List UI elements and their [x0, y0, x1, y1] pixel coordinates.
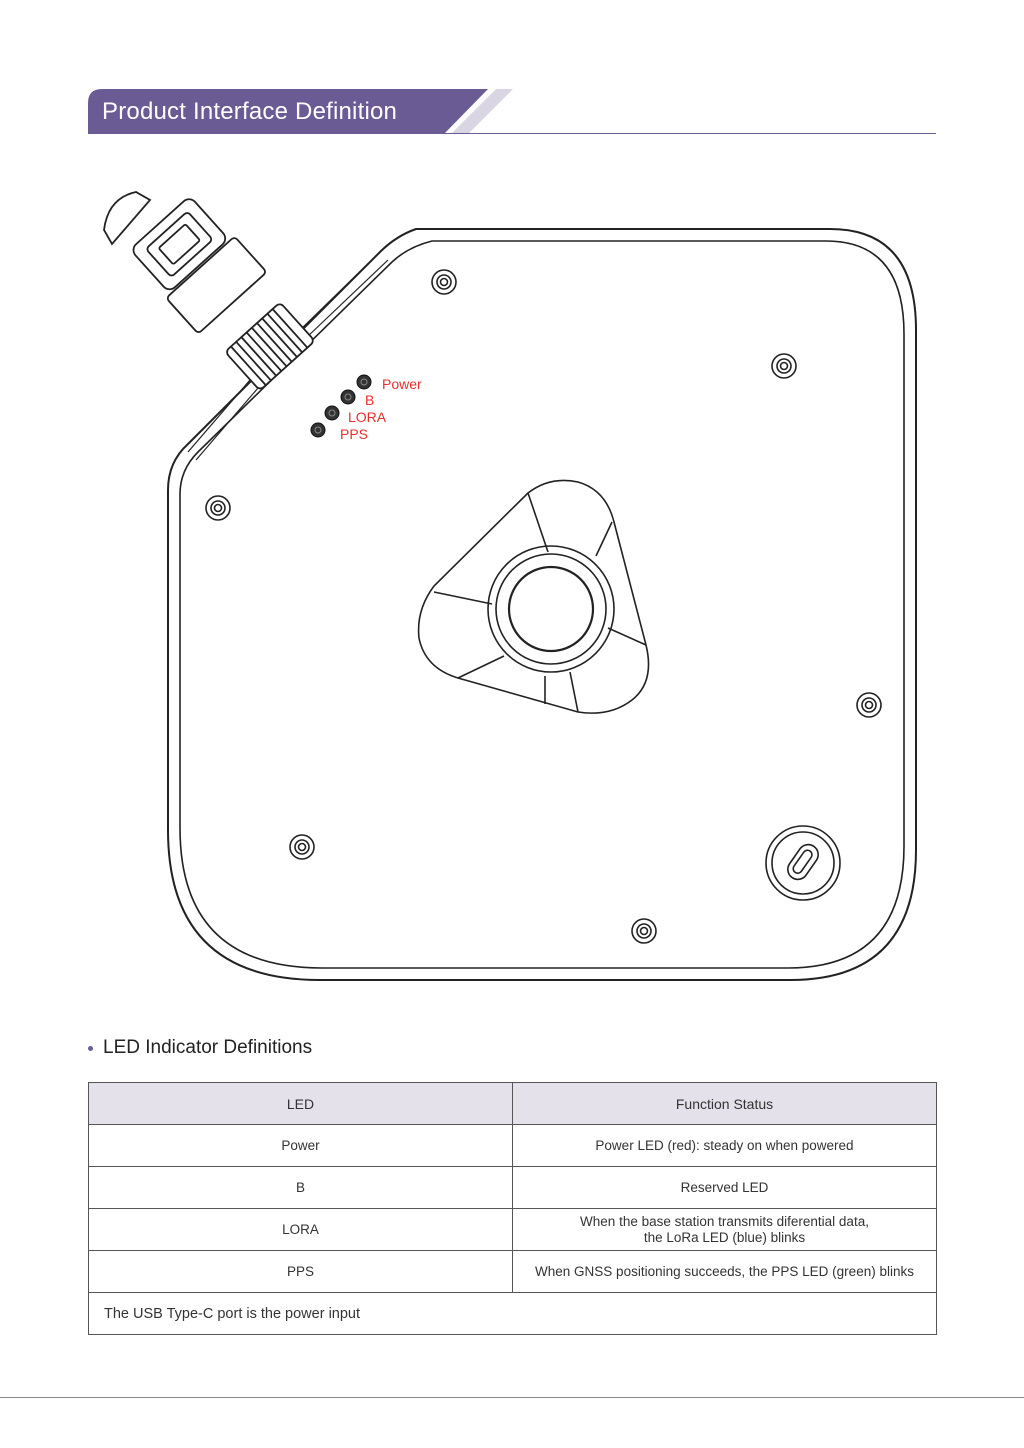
table-row: B Reserved LED — [88, 1166, 937, 1209]
product-diagram: Power B LORA PPS — [103, 191, 917, 981]
cell-status: When GNSS positioning succeeds, the PPS … — [512, 1250, 937, 1293]
cell-status: Reserved LED — [512, 1166, 937, 1209]
cell-led: PPS — [88, 1250, 513, 1293]
section-header: Product Interface Definition — [88, 89, 936, 134]
cell-led: LORA — [88, 1208, 513, 1251]
led-label-lora: LORA — [348, 409, 387, 425]
led-pps — [310, 422, 326, 438]
bullet-icon — [88, 1045, 93, 1051]
screw-icon — [631, 918, 657, 944]
led-label-b: B — [365, 392, 374, 408]
cell-led: Power — [88, 1124, 513, 1167]
column-header-function-status: Function Status — [512, 1082, 937, 1125]
screw-icon — [856, 692, 882, 718]
subheading-text: LED Indicator Definitions — [103, 1037, 313, 1058]
cell-status: Power LED (red): steady on when powered — [512, 1124, 937, 1167]
led-power — [356, 374, 372, 390]
housing-inner — [179, 240, 905, 969]
cell-status-line: the LoRa LED (blue) blinks — [643, 1229, 806, 1245]
housing-outer — [167, 228, 917, 981]
table-row: LORA When the base station transmits dif… — [88, 1208, 937, 1251]
central-triangle — [417, 479, 650, 714]
header-underline — [88, 133, 936, 134]
table-header-row: LED Function Status — [88, 1082, 937, 1125]
led-definitions-heading: LED Indicator Definitions — [88, 1037, 312, 1059]
table-note: The USB Type-C port is the power input — [88, 1292, 937, 1335]
screws — [205, 269, 882, 944]
footer-divider — [0, 1397, 1024, 1398]
cell-status: When the base station transmits diferent… — [512, 1208, 937, 1251]
usb-c-port — [765, 825, 841, 901]
antenna-connector — [103, 191, 389, 461]
cell-led: B — [88, 1166, 513, 1209]
screw-icon — [205, 495, 231, 521]
led-lora — [324, 405, 340, 421]
led-indicators — [310, 374, 372, 438]
cell-status-line: When the base station transmits diferent… — [580, 1213, 869, 1229]
header-banner-shape — [88, 89, 513, 134]
table-note-row: The USB Type-C port is the power input — [88, 1292, 937, 1335]
led-label-power: Power — [382, 376, 422, 392]
led-label-pps: PPS — [340, 426, 368, 442]
screw-icon — [771, 353, 797, 379]
led-b — [340, 389, 356, 405]
led-definitions-table: LED Function Status Power Power LED (red… — [88, 1082, 937, 1335]
page-title: Product Interface Definition — [102, 98, 398, 125]
column-header-led: LED — [88, 1082, 513, 1125]
screw-icon — [431, 269, 457, 295]
screw-icon — [289, 834, 315, 860]
table-row: PPS When GNSS positioning succeeds, the … — [88, 1250, 937, 1293]
table-row: Power Power LED (red): steady on when po… — [88, 1124, 937, 1167]
